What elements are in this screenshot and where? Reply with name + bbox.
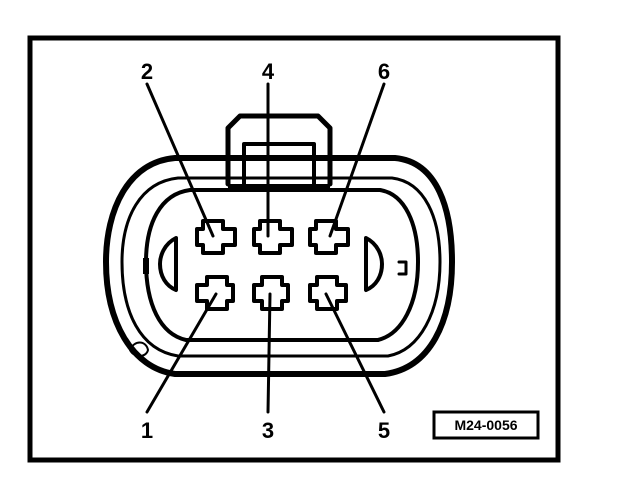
leader-lines: [145, 82, 386, 414]
pin-cavities: [195, 219, 350, 311]
pin-labels: 2 4 6 1 3 5: [141, 59, 390, 443]
pin-cavity-4: [252, 219, 294, 255]
leader-line-5: [324, 292, 386, 414]
reference-code: M24-0056: [454, 417, 517, 433]
pin-label-1: 1: [141, 418, 153, 443]
leader-line-6: [328, 82, 386, 238]
pin-cavity-5: [308, 275, 348, 311]
leader-line-2: [145, 82, 215, 238]
pin-label-5: 5: [378, 418, 390, 443]
diagram-frame: [27, 35, 561, 463]
leader-line-1: [145, 292, 218, 414]
pin-label-2: 2: [141, 59, 153, 84]
connector-housing: [103, 113, 455, 377]
leader-line-3: [266, 292, 272, 414]
pin-label-6: 6: [378, 59, 390, 84]
pin-label-3: 3: [262, 418, 274, 443]
reference-code-box: M24-0056: [432, 410, 540, 440]
pin-label-4: 4: [262, 59, 275, 84]
pin-cavity-2: [195, 219, 237, 255]
